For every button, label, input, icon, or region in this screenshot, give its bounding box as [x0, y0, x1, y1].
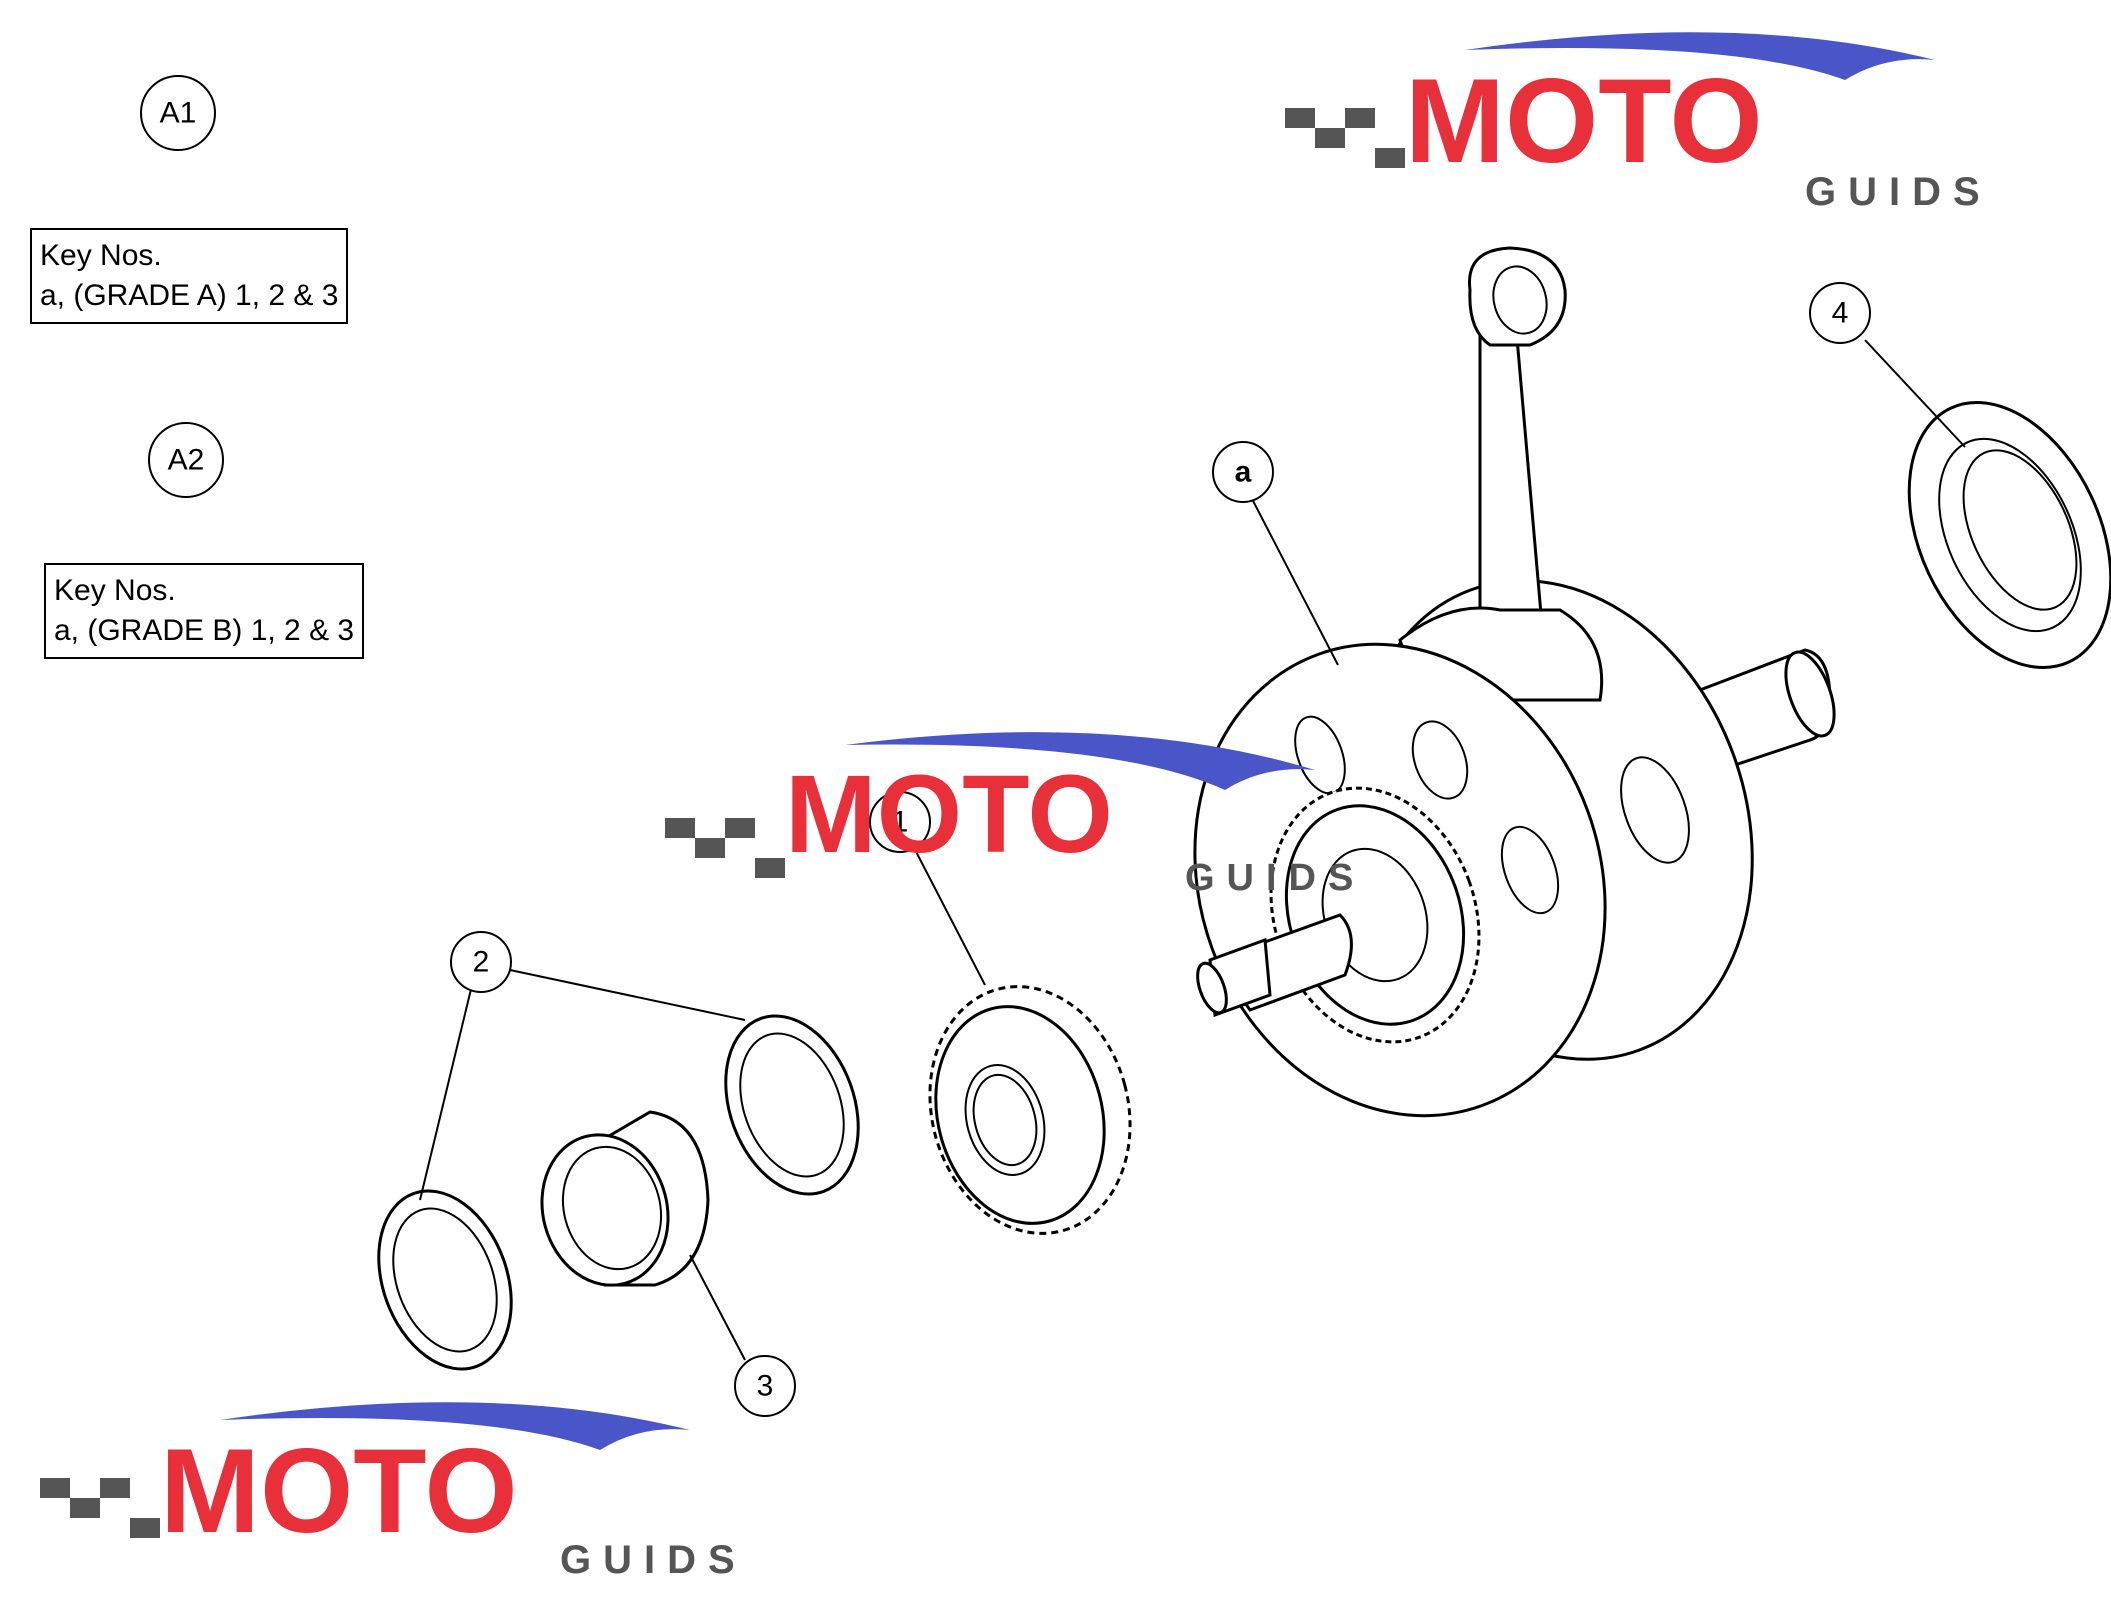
leader-4 [1864, 339, 1966, 448]
key-box-grade-b-text: a, (GRADE B) 1, 2 & 3 [54, 614, 355, 647]
callout-a1: A1 [140, 75, 216, 151]
key-box-grade-a-text: a, (GRADE A) 1, 2 & 3 [40, 279, 339, 312]
leader-1 [909, 839, 986, 986]
key-box-grade-b: Key Nos. a, (GRADE B) 1, 2 & 3 [44, 563, 365, 659]
crankshaft-assembly [1193, 246, 1836, 1118]
main-bearing [1907, 401, 2111, 669]
needle-bearing [540, 1110, 710, 1287]
leader-2b [419, 984, 473, 1201]
watermark-sub-text-3: GUIDS [560, 1538, 747, 1582]
watermark-logo-text-1: MOTO [1405, 54, 1763, 188]
watermark-logo-bottom-left: MOTO GUIDS [40, 1402, 747, 1582]
callout-a-label: a [1235, 456, 1252, 489]
callout-2-label: 2 [473, 946, 490, 979]
leader-a [1249, 494, 1339, 666]
thrust-washer-left [377, 1189, 513, 1371]
callout-4-label: 4 [1832, 297, 1849, 330]
callout-3-label: 3 [757, 1370, 774, 1403]
watermark-sub-text-1: GUIDS [1805, 170, 1992, 214]
drive-gear [928, 985, 1132, 1235]
callout-a2-label: A2 [168, 444, 205, 477]
watermark-sub-text-2: GUIDS [1185, 857, 1365, 899]
key-box-grade-a: Key Nos. a, (GRADE A) 1, 2 & 3 [30, 228, 349, 324]
watermark-logo-top-right: MOTO GUIDS [1285, 32, 1992, 214]
callout-3: 3 [734, 1355, 796, 1417]
leader-2a [509, 969, 746, 1021]
callout-4: 4 [1809, 282, 1871, 344]
callout-a1-label: A1 [160, 97, 197, 130]
callout-a: a [1212, 441, 1274, 503]
callout-a2: A2 [148, 422, 224, 498]
leader-3 [689, 1254, 746, 1361]
watermark-logo-text-2: MOTO [785, 753, 1113, 876]
callout-2: 2 [450, 931, 512, 993]
key-box-grade-b-title: Key Nos. [54, 574, 176, 607]
callout-1: 1 [869, 791, 931, 853]
callout-1-label: 1 [892, 806, 909, 839]
watermark-logo-text-3: MOTO [160, 1424, 518, 1558]
key-box-grade-a-title: Key Nos. [40, 239, 162, 272]
thrust-washer-right [724, 1014, 860, 1196]
watermark-logo-center: MOTO GUIDS [665, 732, 1365, 899]
